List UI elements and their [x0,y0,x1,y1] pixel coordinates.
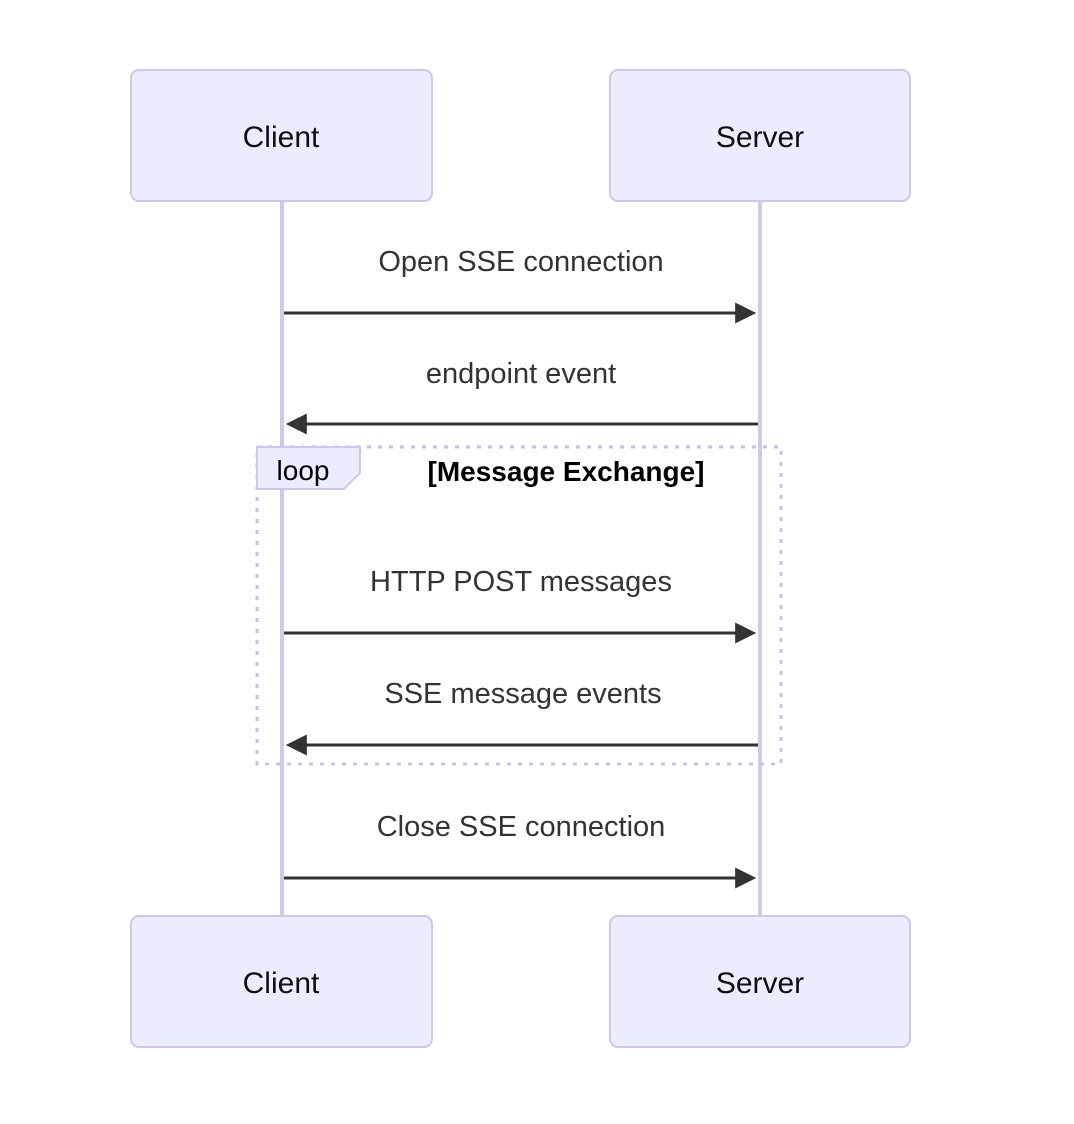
message-label-open-sse: Open SSE connection [378,246,663,278]
loop-box [255,445,783,766]
actor-label-client-top: Client [243,121,320,154]
actor-label-client-bottom: Client [243,967,320,1000]
loop-keyword: loop [277,455,330,486]
actor-box-client-top [130,69,433,202]
loop-title: [Message Exchange] [428,456,705,487]
loop-label-tab [256,446,361,490]
message-label-endpoint-event: endpoint event [426,358,616,390]
actor-box-client-bottom [130,915,433,1048]
message-label-sse-events: SSE message events [384,678,661,710]
message-label-close-sse: Close SSE connection [377,811,666,843]
message-label-http-post: HTTP POST messages [370,566,672,598]
actor-label-server-bottom: Server [716,967,804,1000]
actor-box-server-bottom [609,915,911,1048]
actor-label-server-top: Server [716,121,804,154]
actor-box-server-top [609,69,911,202]
